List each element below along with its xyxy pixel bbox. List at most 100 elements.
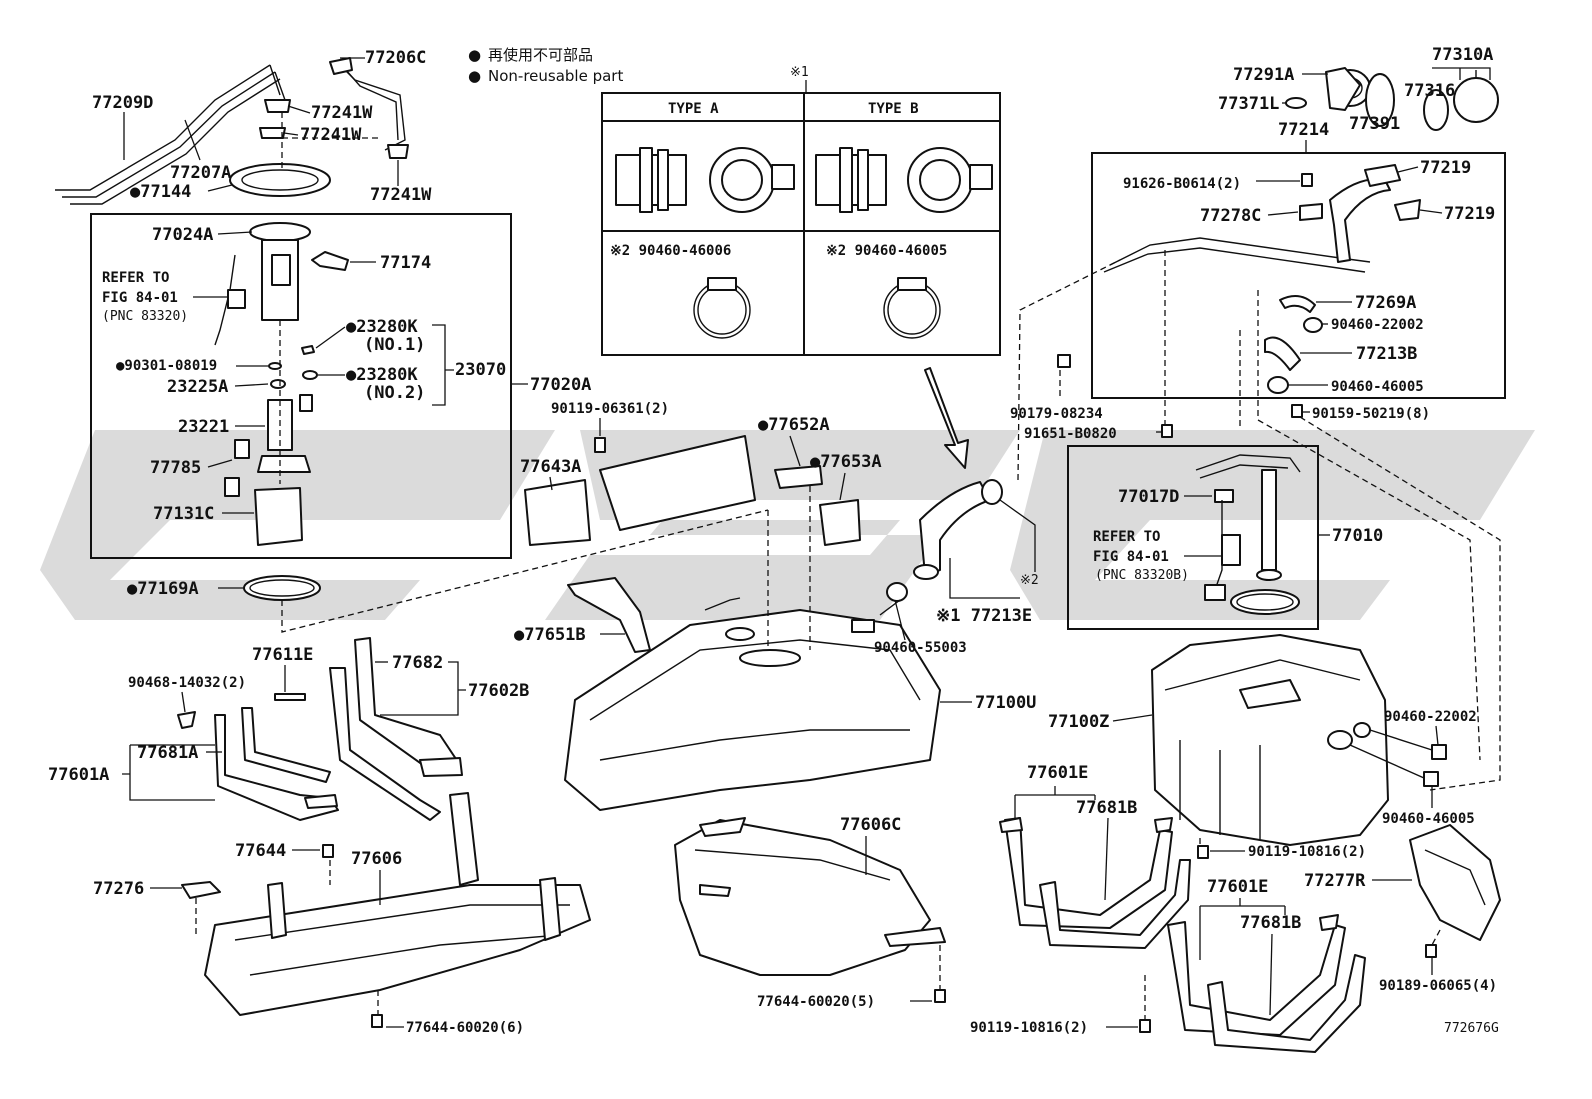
tank-straps-left	[177, 637, 463, 858]
filler-hose-77213E	[879, 367, 1003, 616]
legend: ● 再使用不可部品 ● Non-reusable part	[468, 46, 623, 85]
fuel-tank-77100U	[564, 486, 941, 811]
sender-gauge-box	[1067, 445, 1319, 630]
label-77644-60020-5: 77644-60020(5)	[757, 994, 875, 1010]
refer-fig-1: FIG 84-01	[102, 290, 178, 306]
label-90159-50219: 90159-50219(8)	[1312, 406, 1430, 422]
label-90119-10816-b: 90119-10816(2)	[970, 1020, 1088, 1036]
legend-symbol-1: ●	[468, 46, 481, 64]
label-77209D: 77209D	[92, 93, 153, 113]
label-77601E-1: 77601E	[1027, 763, 1088, 783]
filler-pipe-box	[1091, 152, 1506, 399]
fuel-pump-assembly-box	[90, 213, 512, 559]
label-77316: 77316	[1404, 81, 1455, 101]
label-23070: 23070	[455, 360, 506, 380]
label-77681B-2: 77681B	[1240, 913, 1301, 933]
label-77174: 77174	[380, 253, 431, 273]
skid-plate-77606C	[674, 817, 946, 1003]
label-77214: 77214	[1278, 120, 1329, 140]
label-77100Z: 77100Z	[1048, 712, 1109, 732]
label-23280K-2-no: (NO.2)	[364, 383, 425, 403]
label-77644-60020-6: 77644-60020(6)	[406, 1020, 524, 1036]
refer-to-2: REFER TO	[1093, 529, 1160, 545]
clamp-b-label: ※2 90460-46005	[826, 243, 947, 259]
label-90460-22002-a: 90460-22002	[1331, 317, 1424, 333]
fuel-tank-77100Z	[1151, 634, 1447, 846]
label-77681A: 77681A	[137, 743, 198, 763]
label-77169A: ●77169A	[127, 579, 199, 599]
label-77269A: 77269A	[1355, 293, 1416, 313]
label-77017D: 77017D	[1118, 487, 1179, 507]
label-90460-55003: 90460-55003	[874, 640, 967, 656]
label-77241W-2: 77241W	[300, 125, 362, 145]
label-mark2-hose: ※2	[1020, 573, 1039, 588]
skid-plate-77606	[181, 792, 591, 1028]
label-23221: 23221	[178, 417, 229, 437]
label-77371L: 77371L	[1218, 94, 1279, 114]
type-a-label: TYPE A	[668, 101, 719, 117]
label-77291A: 77291A	[1233, 65, 1294, 85]
clamp-type-inset: ※1 TYPE A TYPE B ※2 90460-46006 ※2 90460…	[601, 65, 1001, 356]
clamp-a-label: ※2 90460-46006	[610, 243, 731, 259]
label-77100U: 77100U	[975, 693, 1036, 713]
label-77020A: 77020A	[530, 375, 591, 395]
label-77010: 77010	[1332, 526, 1383, 546]
label-90301-08019: ●90301-08019	[116, 358, 217, 374]
label-77144: ●77144	[130, 182, 191, 202]
label-23280K-2: ●23280K	[346, 365, 418, 385]
label-23280K-1-no: (NO.1)	[364, 335, 425, 355]
label-77606C: 77606C	[840, 815, 901, 835]
label-77602B: 77602B	[468, 681, 529, 701]
label-77219-1: 77219	[1420, 158, 1471, 178]
label-77277R: 77277R	[1304, 871, 1366, 891]
sender-gauge-assembly	[1195, 454, 1301, 615]
label-90460-46005-a: 90460-46005	[1331, 379, 1424, 395]
label-77601A: 77601A	[48, 765, 109, 785]
label-77651B: ●77651B	[514, 625, 586, 645]
label-77644: 77644	[235, 841, 286, 861]
fuel-lines-assembly	[55, 57, 409, 205]
figure-id: 772676G	[1444, 1021, 1499, 1036]
label-77643A: 77643A	[520, 457, 581, 477]
label-77785: 77785	[150, 458, 201, 478]
label-77024A: 77024A	[152, 225, 213, 245]
label-23225A: 23225A	[167, 377, 228, 397]
label-77219-2: 77219	[1444, 204, 1495, 224]
label-90460-46005-b: 90460-46005	[1382, 811, 1475, 827]
label-90119-10816-a: 90119-10816(2)	[1248, 844, 1366, 860]
inset-mark-1: ※1	[790, 65, 809, 80]
label-77601E-2: 77601E	[1207, 877, 1268, 897]
refer-fig-2: FIG 84-01	[1093, 549, 1169, 565]
label-77206C: 77206C	[365, 48, 426, 68]
label-90460-22002-b: 90460-22002	[1384, 709, 1477, 725]
type-b-label: TYPE B	[868, 101, 919, 117]
label-23280K-1: ●23280K	[346, 317, 418, 337]
label-77241W-3: 77241W	[370, 185, 432, 205]
label-77276: 77276	[93, 879, 144, 899]
fuel-pump-assembly	[214, 222, 349, 546]
label-90468-14032: 90468-14032(2)	[128, 675, 246, 691]
legend-jp: 再使用不可部品	[488, 46, 593, 64]
label-90179-08234: 90179-08234	[1010, 406, 1103, 422]
label-91626-B0614: 91626-B0614(2)	[1123, 176, 1241, 192]
label-77241W-1: 77241W	[311, 103, 373, 123]
heat-protectors	[524, 435, 861, 653]
label-77213B: 77213B	[1356, 344, 1417, 364]
label-77310A: 77310A	[1432, 45, 1493, 65]
label-77213E: ※1 77213E	[936, 606, 1032, 626]
label-77653A: ●77653A	[810, 452, 882, 472]
label-77606: 77606	[351, 849, 402, 869]
filler-pipe-assembly	[1017, 67, 1501, 791]
label-77207A: 77207A	[170, 163, 231, 183]
legend-en: Non-reusable part	[488, 67, 623, 85]
label-77391: 77391	[1349, 114, 1400, 134]
refer-to-1: REFER TO	[102, 270, 169, 286]
label-90119-06361: 90119-06361(2)	[551, 401, 669, 417]
label-77131C: 77131C	[153, 504, 214, 524]
label-90189-06065: 90189-06065(4)	[1379, 978, 1497, 994]
label-77278C: 77278C	[1200, 206, 1261, 226]
label-91651-B0820: 91651-B0820	[1024, 426, 1117, 442]
label-77652A: ●77652A	[758, 415, 830, 435]
tank-straps-right	[999, 817, 1501, 1053]
label-77611E: 77611E	[252, 645, 313, 665]
